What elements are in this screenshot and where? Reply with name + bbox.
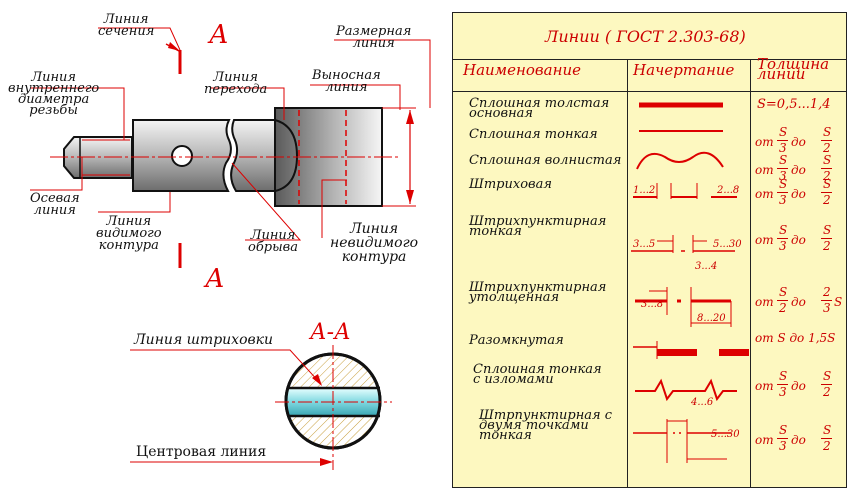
thickness-to: до xyxy=(791,135,806,149)
label-section-title: А-А xyxy=(310,320,351,345)
fraction-denominator: 2 xyxy=(823,239,831,253)
dash-label-5b: 3...8 xyxy=(641,299,664,310)
thickness-to: до xyxy=(791,233,806,247)
label-section-a-bottom: А xyxy=(205,264,225,294)
thickness-from: от xyxy=(755,163,774,177)
fraction-denominator: 2 xyxy=(823,141,831,155)
header-thickness: Толщина линии xyxy=(757,55,830,83)
fraction-numerator: S xyxy=(823,125,832,139)
row-name-4: Штрихпунктирная тонкая xyxy=(469,214,607,239)
label-visible-contour: Линия видимого контура xyxy=(96,214,162,253)
thickness-from: от xyxy=(755,433,774,447)
label-axis-line: Осевая линия xyxy=(30,191,80,218)
label-inner-thread-line: Линия внутреннего диаметра резьбы xyxy=(8,70,100,118)
fraction-numerator: S xyxy=(779,369,788,383)
fraction-denominator: 2 xyxy=(823,439,831,453)
dash-label-3b: 2...8 xyxy=(717,185,740,196)
section-mark-top xyxy=(165,42,182,74)
thickness-6: от S до 1,5S xyxy=(755,331,836,345)
section-view xyxy=(130,345,392,470)
dash-label-3a: 1...2 xyxy=(633,185,656,196)
row-name-7: Сплошная тонкая с изломами xyxy=(473,362,602,387)
fraction-denominator: 3 xyxy=(779,385,787,399)
thickness-to: до xyxy=(791,433,806,447)
thickness-to: до xyxy=(791,295,806,309)
label-extension-line: Выносная линия xyxy=(312,68,381,95)
row-name-5: Штрихпунктирная утолщенная xyxy=(469,280,607,305)
fraction-denominator: 2 xyxy=(823,169,831,183)
fraction-numerator: S xyxy=(779,423,788,437)
fraction-denominator: 2 xyxy=(779,301,787,315)
dash-label-4b: 5...30 xyxy=(713,239,742,250)
fraction-numerator: S xyxy=(779,285,788,299)
label-section-line: Линия сечения xyxy=(98,12,155,39)
thickness-0: S=0,5...1,4 xyxy=(757,97,831,112)
fraction-numerator: S xyxy=(779,153,788,167)
row-name-2: Сплошная волнистая xyxy=(469,153,622,168)
thickness-from: от xyxy=(755,135,774,149)
fraction-numerator: S xyxy=(779,125,788,139)
fraction-denominator: 3 xyxy=(779,239,787,253)
row-name-1: Сплошная тонкая xyxy=(469,127,598,142)
label-center-line: Центровая линия xyxy=(136,444,267,460)
fraction-numerator: S xyxy=(823,153,832,167)
fraction-denominator: 3 xyxy=(779,439,787,453)
fraction-denominator: 2 xyxy=(823,193,831,207)
fraction-numerator: S xyxy=(823,177,832,191)
line-samples xyxy=(631,102,749,463)
fraction-denominator: 2 xyxy=(823,385,831,399)
label-hatch-line: Линия штриховки xyxy=(134,332,274,348)
header-name: Наименование xyxy=(463,61,582,79)
fraction-denominator: 3 xyxy=(823,301,831,315)
header-style: Начертание xyxy=(633,61,735,79)
row-name-6: Разомкнутая xyxy=(469,333,564,348)
thickness-to: до xyxy=(791,379,806,393)
technical-drawing xyxy=(30,27,431,470)
dash-label-4a: 3...5 xyxy=(633,239,656,250)
fraction-numerator: S xyxy=(823,423,832,437)
label-transition-line: Линия перехода xyxy=(204,70,268,97)
thickness-from: от xyxy=(755,233,774,247)
fraction-numerator: S xyxy=(779,177,788,191)
fraction-numerator: S xyxy=(823,223,832,237)
label-break-line: Линия обрыва xyxy=(248,228,298,255)
thickness-from: от xyxy=(755,295,774,309)
gost-lines-table: Линии ( ГОСТ 2.303-68) Наименование Наче… xyxy=(452,12,847,488)
thickness-suffix: S xyxy=(834,295,843,309)
table-title: Линии ( ГОСТ 2.303-68) xyxy=(545,27,746,46)
row-name-8: Штрпунктирная с двумя точками тонкая xyxy=(479,408,613,443)
fraction-numerator: S xyxy=(779,223,788,237)
label-section-a-top: А xyxy=(209,20,229,50)
row-name-0: Сплошная толстая основная xyxy=(469,96,610,121)
dash-label-5c: 8...20 xyxy=(697,313,726,324)
thickness-from: от xyxy=(755,187,774,201)
label-hidden-contour: Линия невидимого контура xyxy=(330,221,419,265)
shaft-hole xyxy=(171,145,193,167)
label-dimension-line: Размерная линия xyxy=(336,24,412,51)
dash-label-8a: 4...6 xyxy=(691,397,714,408)
fraction-denominator: 3 xyxy=(779,169,787,183)
thickness-from: от xyxy=(755,379,774,393)
row-name-3: Штриховая xyxy=(469,177,552,192)
fraction-denominator: 3 xyxy=(779,193,787,207)
thickness-to: до xyxy=(791,187,806,201)
dash-label-5a: 3...4 xyxy=(695,261,718,272)
fraction-numerator: 2 xyxy=(823,285,831,299)
thickness-to: до xyxy=(791,163,806,177)
fraction-numerator: S xyxy=(823,369,832,383)
dash-label-8b: 5...30 xyxy=(711,429,740,440)
fraction-denominator: 3 xyxy=(779,141,787,155)
